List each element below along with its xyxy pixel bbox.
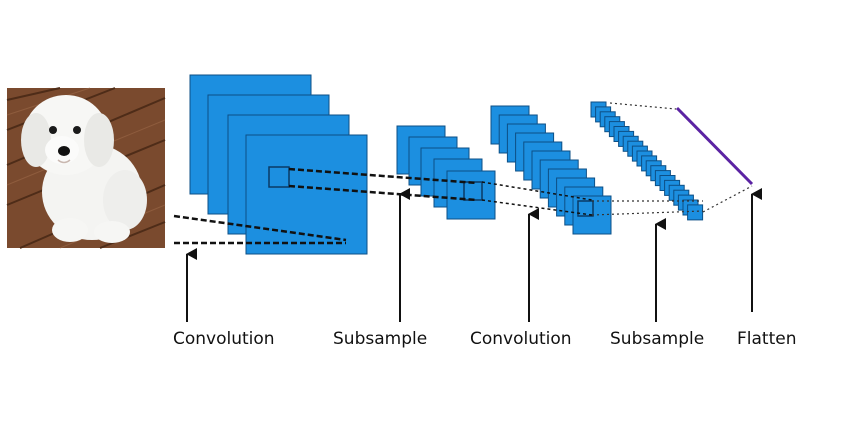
conv1-to-sub1-projection bbox=[288, 167, 478, 202]
flatten-vector bbox=[609, 102, 754, 213]
label-subsample-2: Subsample bbox=[610, 329, 705, 349]
sub1-feature-maps bbox=[396, 125, 496, 220]
puppy-figure bbox=[21, 95, 147, 243]
conv1-receptive-field bbox=[268, 166, 290, 188]
conv2-to-sub2-projection bbox=[591, 200, 704, 216]
sub2-feature-maps bbox=[590, 101, 704, 221]
flatten-line bbox=[675, 106, 754, 186]
sub2-map bbox=[687, 204, 704, 221]
conv1-feature-maps bbox=[189, 74, 368, 255]
stage-arrows bbox=[186, 188, 762, 322]
conv2-receptive-field bbox=[577, 200, 594, 217]
label-convolution-1: Convolution bbox=[173, 329, 275, 349]
label-convolution-2: Convolution bbox=[470, 329, 572, 349]
conv2-feature-maps bbox=[490, 105, 612, 235]
image-to-conv1-projection bbox=[173, 214, 347, 245]
conv1-map bbox=[245, 134, 368, 255]
sub1-map bbox=[446, 170, 496, 220]
label-flatten: Flatten bbox=[737, 329, 797, 349]
input-image bbox=[6, 87, 166, 249]
sub1-to-conv2-projection bbox=[481, 181, 593, 216]
label-subsample-1: Subsample bbox=[333, 329, 428, 349]
